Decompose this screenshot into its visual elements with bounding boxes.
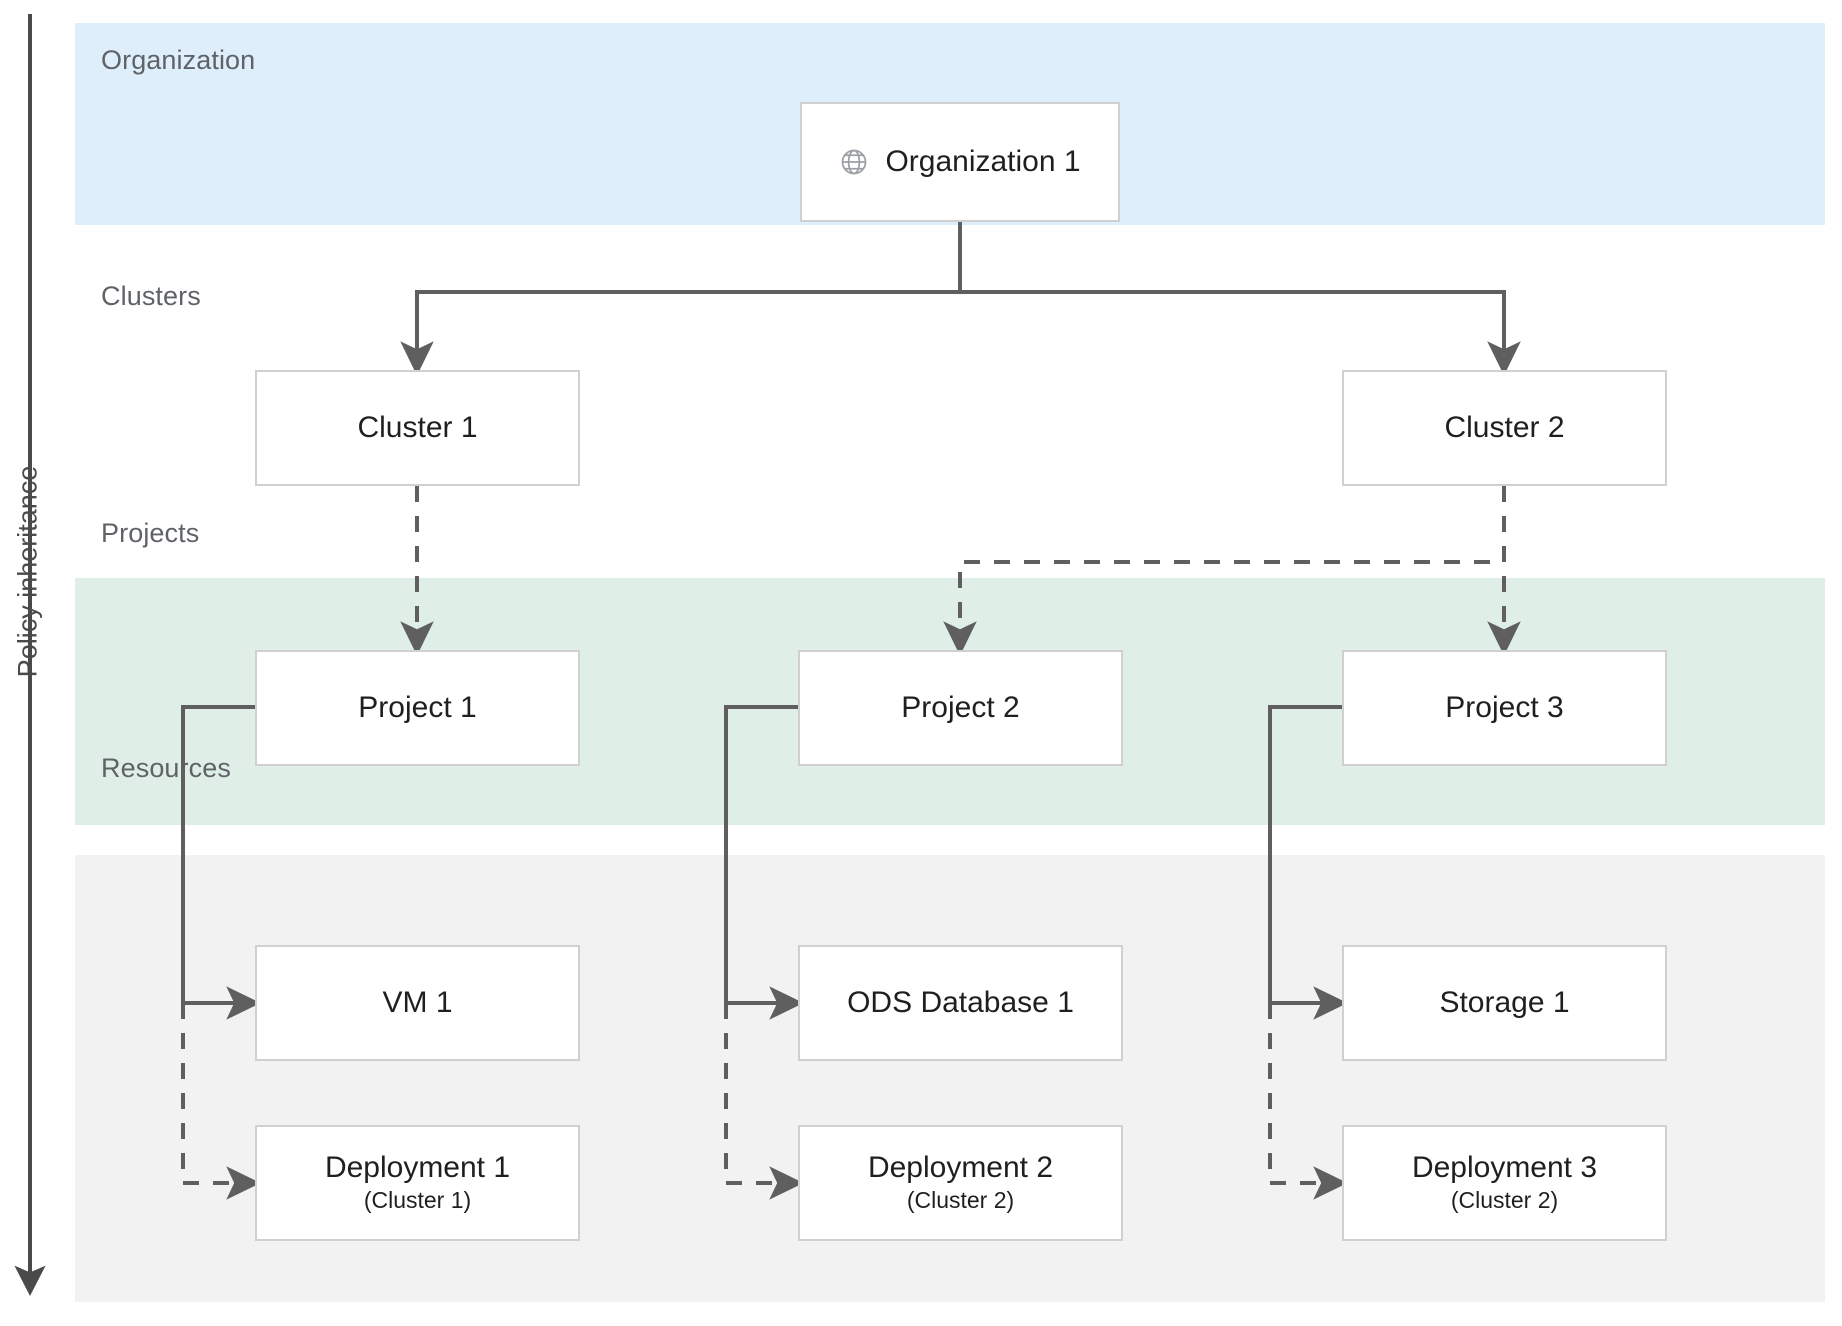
node-label: Storage 1 xyxy=(1439,985,1570,1019)
node-sublabel: (Cluster 2) xyxy=(1450,1187,1559,1214)
band-label-projects: Projects xyxy=(101,518,200,548)
node-cluster-2[interactable]: Cluster 2 xyxy=(1342,370,1667,486)
node-label: ODS Database 1 xyxy=(847,985,1074,1019)
node-label: Deployment 3 xyxy=(1411,1150,1598,1184)
node-ods-database-1[interactable]: ODS Database 1 xyxy=(798,945,1123,1061)
node-project-1[interactable]: Project 1 xyxy=(255,650,580,766)
node-label: Project 3 xyxy=(1445,690,1564,724)
node-storage-1[interactable]: Storage 1 xyxy=(1342,945,1667,1061)
node-label: Deployment 2 xyxy=(867,1150,1054,1184)
policy-inheritance-axis: Policy inheritance xyxy=(0,0,75,1326)
node-sublabel: (Cluster 2) xyxy=(906,1187,1015,1214)
node-label: Deployment 1 xyxy=(324,1150,511,1184)
node-sublabel: (Cluster 1) xyxy=(363,1187,472,1214)
node-label: Project 2 xyxy=(901,690,1020,724)
policy-inheritance-label: Policy inheritance xyxy=(12,465,43,678)
node-label: Project 1 xyxy=(358,690,477,724)
band-label-clusters: Clusters xyxy=(101,281,201,311)
node-label: VM 1 xyxy=(382,985,453,1019)
globe-icon xyxy=(839,147,869,177)
policy-inheritance-arrow-icon xyxy=(14,14,46,1297)
node-deployment-1[interactable]: Deployment 1 (Cluster 1) xyxy=(255,1125,580,1241)
node-deployment-3[interactable]: Deployment 3 (Cluster 2) xyxy=(1342,1125,1667,1241)
node-organization-1[interactable]: Organization 1 xyxy=(800,102,1120,222)
node-label: Cluster 1 xyxy=(357,410,478,444)
node-label: Cluster 2 xyxy=(1444,410,1565,444)
node-project-2[interactable]: Project 2 xyxy=(798,650,1123,766)
node-vm-1[interactable]: VM 1 xyxy=(255,945,580,1061)
node-deployment-2[interactable]: Deployment 2 (Cluster 2) xyxy=(798,1125,1123,1241)
node-label: Organization 1 xyxy=(885,144,1081,178)
band-label-organization: Organization xyxy=(101,45,256,75)
node-project-3[interactable]: Project 3 xyxy=(1342,650,1667,766)
band-label-resources: Resources xyxy=(101,753,231,783)
node-cluster-1[interactable]: Cluster 1 xyxy=(255,370,580,486)
